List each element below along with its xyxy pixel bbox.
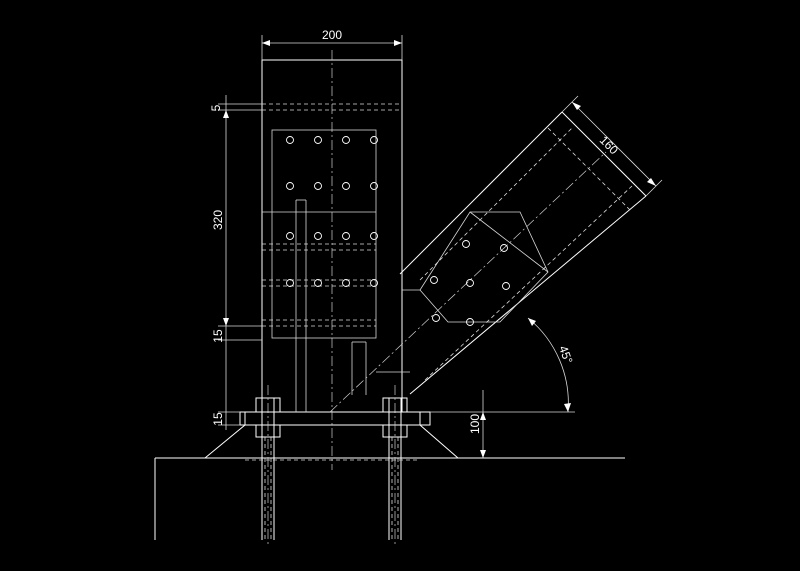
dimension-column-width: 200: [261, 28, 403, 60]
anchor-bolts: [245, 385, 420, 545]
column-bolt-holes: [286, 136, 378, 287]
dim-label-15-mid: 15: [211, 329, 225, 343]
brace-bolt-holes: [430, 240, 510, 326]
dim-label-15-base: 15: [211, 412, 225, 426]
dimension-angle: 45°: [527, 317, 576, 413]
diagonal-brace: [329, 111, 647, 413]
dimension-base-height: 100: [430, 390, 575, 458]
dim-label-5: 5: [209, 104, 223, 111]
dimension-brace-width: 160: [561, 95, 663, 197]
column: [261, 50, 403, 470]
dim-label-160: 160: [597, 133, 621, 157]
dim-label-100: 100: [468, 414, 482, 434]
foundation: [154, 412, 625, 540]
dim-label-45: 45°: [556, 344, 575, 366]
dim-label-320: 320: [211, 210, 225, 230]
dimension-left-stack: 5 320 15 15: [209, 95, 262, 430]
dim-label-200: 200: [322, 28, 342, 42]
